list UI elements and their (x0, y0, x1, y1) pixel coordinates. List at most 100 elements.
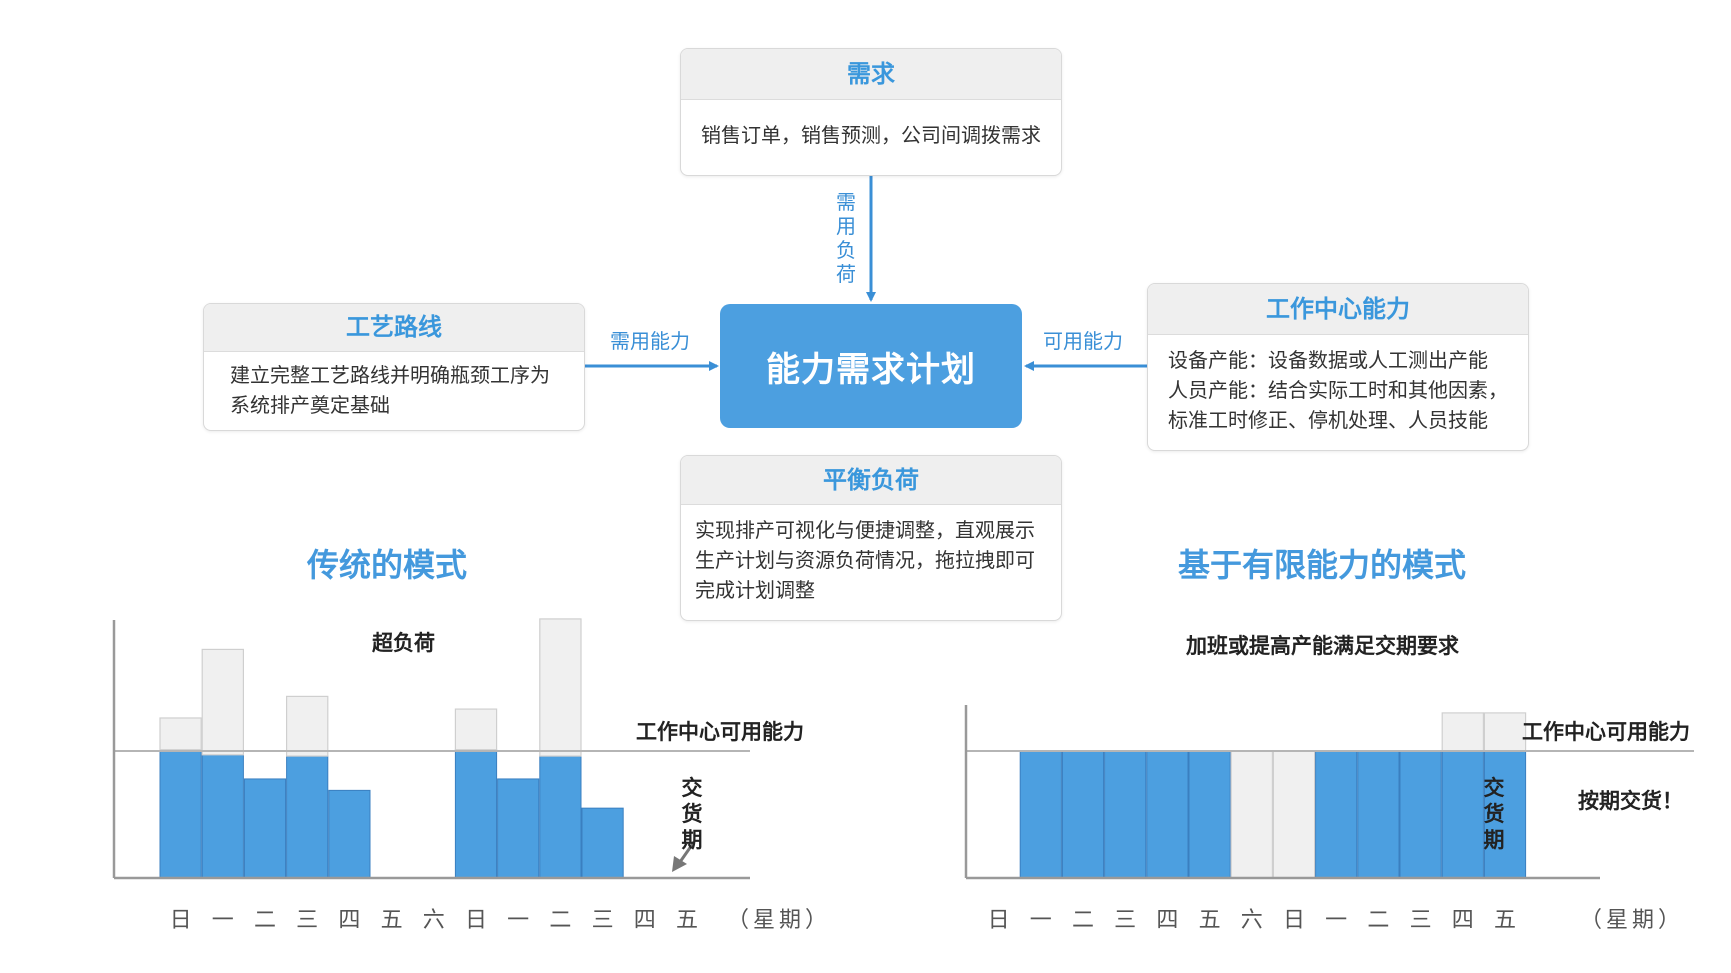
x-tick-label: 日 (464, 908, 487, 933)
balance-card-line: 完成计划调整 (695, 578, 815, 602)
x-tick-label: 六 (1240, 908, 1263, 933)
routing-card-line: 系统排产奠定基础 (230, 393, 390, 417)
overflow-bar (286, 695, 329, 757)
x-tick-label: 四 (338, 908, 361, 933)
x-tick-label: 四 (633, 908, 656, 933)
load-bar (454, 749, 498, 879)
load-bar (1483, 750, 1527, 879)
x-tick-label: 日 (987, 908, 1010, 933)
load-bar (1104, 750, 1147, 879)
traditional-chart (112, 618, 750, 880)
load-bar (286, 755, 329, 879)
capacity-card-line: 设备产能：设备数据或人工测出产能 (1168, 348, 1488, 372)
traditional-chart-title: 传统的模式 (307, 546, 468, 584)
x-tick-label: 三 (1409, 908, 1432, 933)
balance-card-title: 平衡负荷 (681, 456, 1061, 505)
overflow-bar (454, 708, 498, 751)
delivery-date-char: 期 (1483, 828, 1505, 852)
x-tick-label: 六 (422, 908, 445, 933)
delivery-pointer-head (672, 856, 687, 872)
overflow-bar (201, 648, 244, 756)
traditional-x-ticks: 日一二三四五六日一二三四五 (0, 902, 860, 933)
overflow-bar (1483, 712, 1527, 752)
idle-capacity-bar (1272, 750, 1316, 879)
load-bar (243, 778, 287, 879)
x-tick-label: 四 (1451, 908, 1474, 933)
load-bar (1315, 750, 1358, 879)
load-bar (328, 789, 371, 879)
x-tick-label: 二 (253, 908, 276, 933)
balance-card-line: 生产计划与资源负荷情况，拖拉拽即可 (695, 548, 1035, 572)
x-tick-label: 五 (675, 908, 698, 933)
load-bar (539, 755, 582, 879)
delivery-date-char: 货 (1483, 802, 1505, 826)
demand-card: 需求 销售订单，销售预测，公司间调拨需求 (680, 48, 1062, 176)
delivery-pointer (678, 841, 696, 863)
routing-card-title: 工艺路线 (204, 304, 584, 352)
x-tick-label: 三 (296, 908, 319, 933)
delivery-date-char: 货 (681, 802, 703, 826)
x-tick-label: 二 (549, 908, 572, 933)
x-tick-label: 三 (591, 908, 614, 933)
x-tick-label: 日 (1282, 908, 1305, 933)
delivery-date-label: 交货期 (1482, 775, 1506, 853)
x-tick-label: 二 (1071, 908, 1094, 933)
load-bar (1441, 750, 1484, 879)
x-tick-label: 五 (1493, 908, 1516, 933)
finite-chart-title: 基于有限能力的模式 (1178, 546, 1467, 584)
overload-annotation: 超负荷 (372, 631, 435, 655)
x-tick-label: 四 (1156, 908, 1179, 933)
demand-load-char: 荷 (836, 262, 856, 286)
load-bar (1019, 750, 1062, 879)
x-tick-label: 日 (169, 908, 192, 933)
overtime-annotation: 加班或提高产能满足交期要求 (1186, 634, 1459, 658)
delivery-date-char: 期 (681, 828, 703, 852)
on-time-delivery-label: 按期交货！ (1578, 789, 1683, 813)
load-bar (159, 749, 202, 879)
delivery-date-char: 交 (1483, 776, 1505, 800)
demand-card-body: 销售订单，销售预测，公司间调拨需求 (701, 123, 1041, 147)
capacity-card-title: 工作中心能力 (1148, 284, 1528, 335)
routing-card: 工艺路线 建立完整工艺路线并明确瓶颈工序为 系统排产奠定基础 (203, 303, 585, 431)
demand-card-title: 需求 (681, 49, 1061, 100)
finite-capacity-chart (964, 705, 1694, 880)
delivery-date-char: 交 (681, 776, 703, 800)
x-tick-label: 一 (507, 908, 530, 933)
finite-x-ticks: 日一二三四五六日一二三四五 (0, 902, 1731, 933)
load-bar (1357, 750, 1400, 879)
x-tick-label: 三 (1114, 908, 1137, 933)
overflow-bar (159, 717, 202, 751)
load-bar (1146, 750, 1189, 879)
capacity-card: 工作中心能力 设备产能：设备数据或人工测出产能 人员产能：结合实际工时和其他因素… (1147, 283, 1529, 451)
x-tick-label: 一 (1029, 908, 1052, 933)
overflow-bar (1441, 712, 1485, 752)
x-tick-label: 五 (380, 908, 403, 933)
weekday-unit-label: （星期） (1580, 908, 1685, 933)
weekday-unit-label: （星期） (727, 908, 832, 933)
load-bar (201, 754, 244, 879)
capacity-card-line: 标准工时修正、停机处理、人员技能 (1168, 408, 1488, 432)
available-capacity-label: 可用能力 (1043, 329, 1123, 353)
capacity-card-line: 人员产能：结合实际工时和其他因素， (1168, 378, 1508, 402)
demand-load-char: 负 (836, 238, 856, 262)
demand-load-char: 用 (836, 214, 856, 238)
x-tick-label: 一 (211, 908, 234, 933)
load-bar (497, 778, 540, 879)
x-tick-label: 五 (1198, 908, 1221, 933)
routing-card-line: 建立完整工艺路线并明确瓶颈工序为 (230, 363, 550, 387)
load-bar (581, 807, 624, 879)
capacity-plan-node: 能力需求计划 (720, 304, 1022, 428)
demand-load-char: 需 (836, 190, 856, 214)
load-bar (1399, 750, 1442, 879)
load-bar (1061, 750, 1105, 879)
load-bar (1188, 750, 1231, 879)
idle-capacity-bar (1230, 750, 1274, 879)
balance-card: 平衡负荷 实现排产可视化与便捷调整，直观展示 生产计划与资源负荷情况，拖拉拽即可… (680, 455, 1062, 621)
capacity-line-label: 工作中心可用能力 (636, 720, 804, 744)
delivery-date-label: 交货期 (680, 775, 704, 853)
required-capacity-label: 需用能力 (610, 329, 690, 353)
x-tick-label: 二 (1367, 908, 1390, 933)
capacity-line-label: 工作中心可用能力 (1522, 720, 1690, 744)
overflow-bar (539, 618, 582, 757)
